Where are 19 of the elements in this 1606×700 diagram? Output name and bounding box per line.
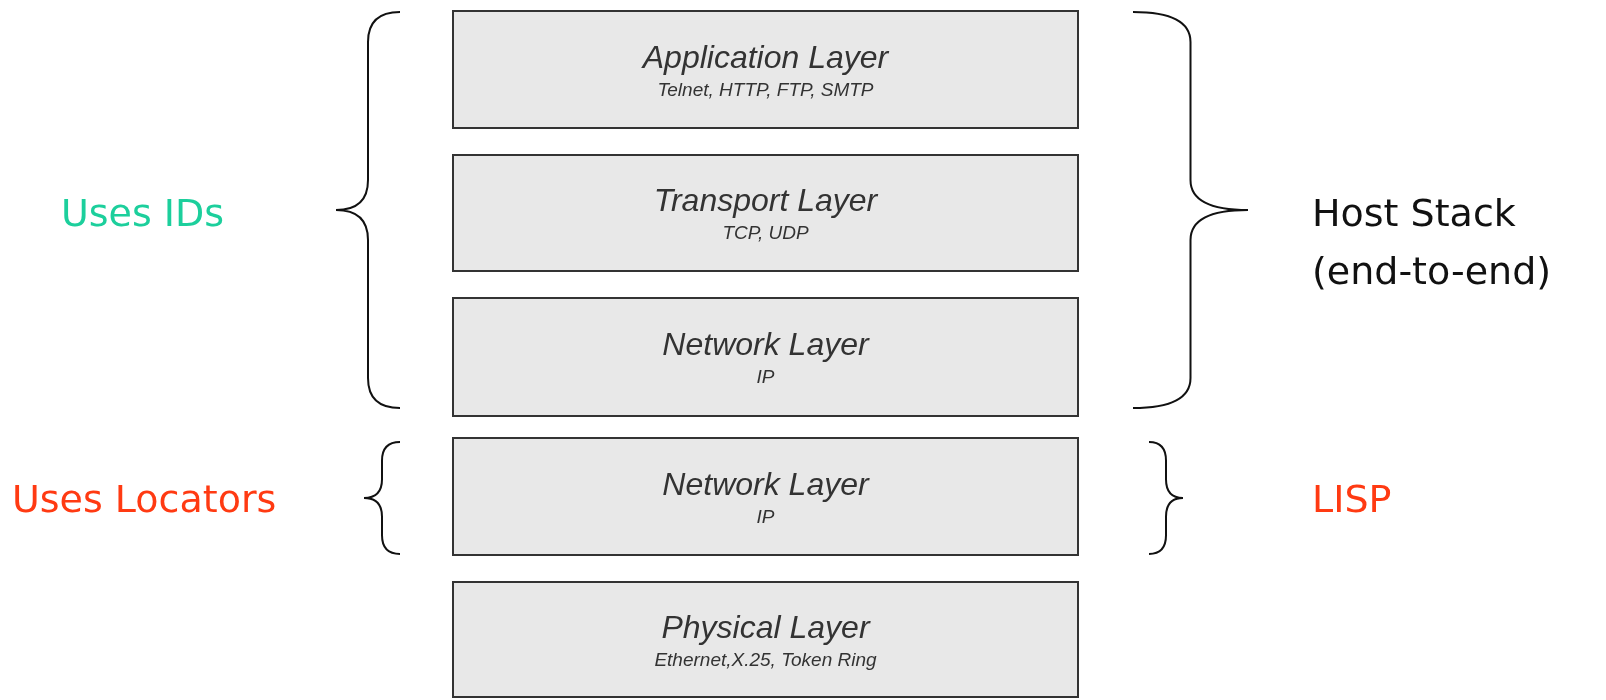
layer-name: Application Layer	[642, 37, 889, 77]
side-label: Host Stack (end-to-end)	[1312, 190, 1553, 295]
layer-box	[452, 10, 1079, 129]
protocol-list: IP	[756, 364, 775, 390]
side-label: LISP	[1312, 476, 1393, 523]
protocol-list: IP	[756, 503, 775, 530]
protocol-list: Telnet, HTTP, FTP, SMTP	[657, 76, 874, 103]
layer-box	[452, 297, 1079, 417]
layer-box	[452, 581, 1079, 698]
layer-box	[452, 437, 1079, 556]
protocol-list: TCP, UDP	[722, 220, 809, 246]
protocol-list: Ethernet,X.25, Token Ring	[654, 646, 877, 673]
layer-box	[452, 154, 1079, 272]
layer-name: Transport Layer	[653, 181, 878, 220]
layer-name: Network Layer	[662, 325, 869, 364]
layer-name: Network Layer	[662, 464, 869, 504]
side-label: Uses IDs	[61, 190, 226, 237]
layer-name: Physical Layer	[661, 607, 870, 647]
side-label: Uses Locators	[12, 476, 278, 523]
